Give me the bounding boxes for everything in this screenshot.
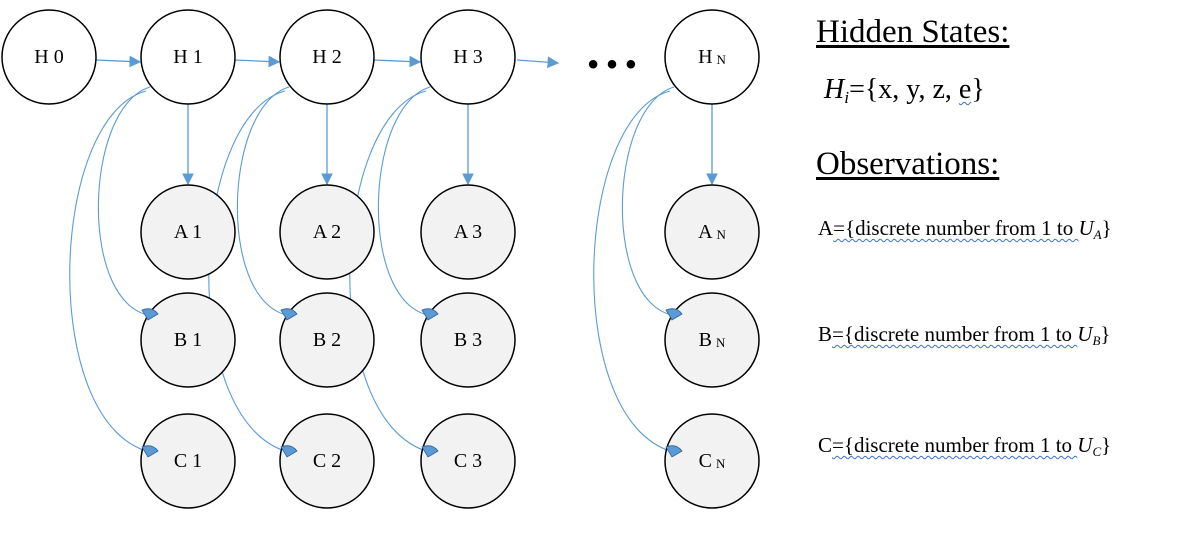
- emission-arc-b: [377, 86, 435, 317]
- arc-head-c: [421, 445, 439, 458]
- hidden-node-h0-circle: [1, 9, 97, 105]
- emission-arc-c: [69, 90, 155, 454]
- observed-node-b3: B 3: [420, 292, 516, 388]
- emission-arc-c: [208, 90, 294, 454]
- arc-head-c: [280, 445, 298, 458]
- chain-arrow: [373, 55, 422, 68]
- observed-node-cn-label: C N: [699, 450, 726, 472]
- formula-var: H: [824, 74, 845, 105]
- hidden-node-h0-label: H 0: [34, 46, 63, 68]
- observed-node-bn-circle: [664, 292, 760, 388]
- hidden-node-h1: H 1: [140, 9, 236, 105]
- observed-node-an: A N: [664, 184, 760, 280]
- formula-last: e: [958, 74, 972, 105]
- observed-node-b3-label: B 3: [454, 329, 482, 351]
- observed-node-b1-circle: [140, 292, 236, 388]
- emission-arc-c: [349, 90, 435, 454]
- graph-svg: • • • H 0 H 1 H 2 H 3 H N A 1 B 1 C 1 A 2 B 2 C 2 A …: [1, 9, 760, 509]
- hidden-node-h1-circle: [140, 9, 236, 105]
- chain-arrow: [234, 55, 281, 68]
- observed-node-a1: A 1: [140, 184, 236, 280]
- observed-node-b1-label: B 1: [174, 329, 202, 351]
- hidden-node-h1-label: H 1: [173, 46, 202, 68]
- formula-close: }: [971, 74, 985, 105]
- hidden-node-h2: H 2: [279, 9, 375, 105]
- observed-node-a1-circle: [140, 184, 236, 280]
- observed-node-c3: C 3: [420, 413, 516, 509]
- hidden-node-h2-circle: [279, 9, 375, 105]
- chain-arrow: [516, 56, 560, 69]
- observed-node-b2: B 2: [279, 292, 375, 388]
- observed-node-bn-label: B N: [699, 329, 726, 351]
- observed-node-b2-circle: [279, 292, 375, 388]
- formula-sub: i: [844, 88, 850, 108]
- observed-node-a3-label: A 3: [454, 221, 482, 243]
- observed-node-b3-circle: [420, 292, 516, 388]
- observed-node-b1: B 1: [140, 292, 236, 388]
- observed-node-c2-circle: [279, 413, 375, 509]
- observed-node-c2-label: C 2: [313, 450, 341, 472]
- hidden-state-formula: Hi={x, y, z, e}: [824, 74, 985, 108]
- observed-node-an-label: A N: [698, 221, 726, 243]
- observed-node-a2-circle: [279, 184, 375, 280]
- observed-node-c3-label: C 3: [454, 450, 482, 472]
- observed-node-a3-circle: [420, 184, 516, 280]
- hidden-node-h3-label: H 3: [453, 46, 482, 68]
- observed-node-c1-label: C 1: [174, 450, 202, 472]
- observed-node-cn-circle: [664, 413, 760, 509]
- observed-node-c2: C 2: [279, 413, 375, 509]
- emission-arc-c: [593, 90, 679, 454]
- hidden-node-hn-circle: [664, 9, 760, 105]
- arc-head-b: [421, 308, 439, 321]
- arc-head-b: [141, 308, 159, 321]
- emission-arc-b: [97, 86, 155, 317]
- hidden-node-hn: H N: [664, 9, 760, 105]
- arc-head-c: [665, 445, 683, 458]
- arc-head-b: [280, 308, 298, 321]
- emission-arc-b: [236, 86, 294, 317]
- hidden-node-h0: H 0: [1, 9, 97, 105]
- observation-b-definition: B={discrete number from 1 to UB}: [818, 322, 1111, 348]
- observed-node-c1: C 1: [140, 413, 236, 509]
- hidden-node-h2-label: H 2: [312, 46, 341, 68]
- formula-rest: ={x, y, z,: [849, 74, 959, 105]
- observed-node-b2-label: B 2: [313, 329, 341, 351]
- hidden-node-h3: H 3: [420, 9, 516, 105]
- ellipsis: • • •: [588, 48, 636, 81]
- observation-a-definition: A={discrete number from 1 to UA}: [818, 216, 1112, 242]
- observed-node-an-circle: [664, 184, 760, 280]
- observation-c-definition: C={discrete number from 1 to UC}: [818, 433, 1112, 459]
- observed-node-a2-label: A 2: [313, 221, 341, 243]
- hidden-node-h3-circle: [420, 9, 516, 105]
- chain-arrow: [95, 55, 142, 68]
- arc-head-c: [141, 445, 159, 458]
- observed-node-bn: B N: [664, 292, 760, 388]
- observed-node-a1-label: A 1: [174, 221, 202, 243]
- hidden-states-heading: Hidden States:: [816, 14, 1010, 50]
- emission-arc-b: [621, 86, 679, 317]
- observed-node-cn: C N: [664, 413, 760, 509]
- observed-node-c1-circle: [140, 413, 236, 509]
- observations-heading: Observations:: [816, 146, 1000, 182]
- observed-node-a3: A 3: [420, 184, 516, 280]
- arc-head-b: [665, 308, 683, 321]
- hidden-node-hn-label: H N: [698, 46, 726, 68]
- observed-node-c3-circle: [420, 413, 516, 509]
- observed-node-a2: A 2: [279, 184, 375, 280]
